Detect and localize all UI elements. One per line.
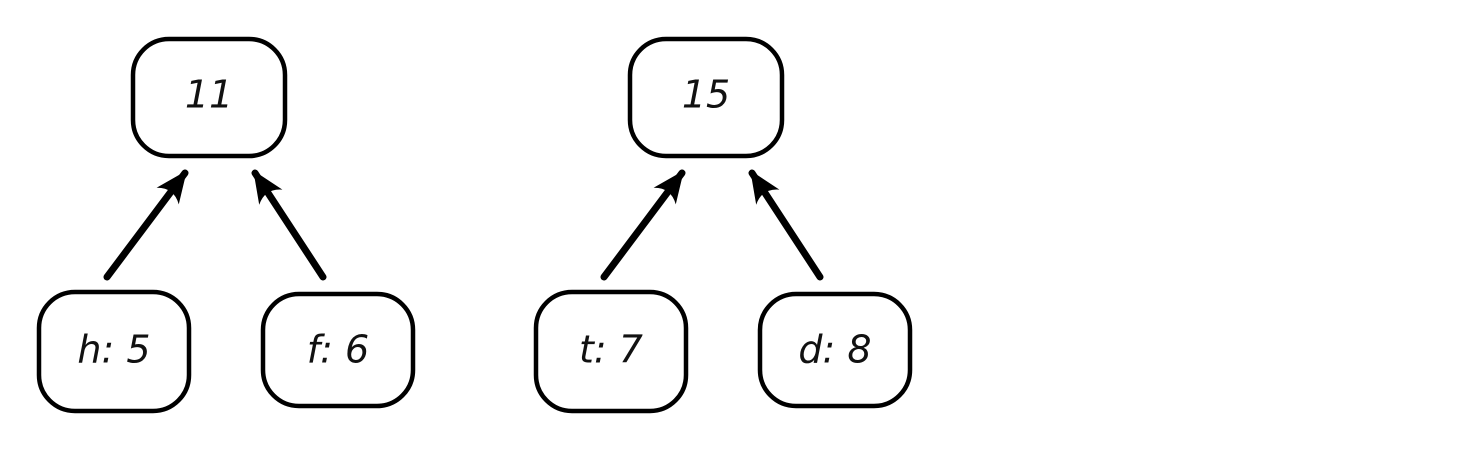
edge-right-child-to-root xyxy=(748,169,824,281)
edge-left-child-to-root xyxy=(103,169,189,281)
edge-right-child-to-root xyxy=(251,169,327,281)
left-leaf-node-box xyxy=(533,289,689,414)
left-leaf-node-label: h: 5 xyxy=(77,327,150,371)
tree-right: 15 t: 7 d: 8 xyxy=(533,36,913,414)
tree-left: 11 h: 5 f: 6 xyxy=(36,36,416,414)
root-node-label: 15 xyxy=(682,72,730,116)
root-node-label: 11 xyxy=(185,72,233,116)
right-leaf-node-label: f: 6 xyxy=(307,327,369,371)
root-node-box xyxy=(130,36,288,159)
edge-left-child-to-root xyxy=(600,169,686,281)
root-node-box xyxy=(627,36,785,159)
right-leaf-node-box xyxy=(260,291,416,409)
left-leaf-node-label: t: 7 xyxy=(579,327,643,371)
left-leaf-node-box xyxy=(36,289,192,414)
right-leaf-node-label: d: 8 xyxy=(798,327,871,371)
right-leaf-node-box xyxy=(757,291,913,409)
